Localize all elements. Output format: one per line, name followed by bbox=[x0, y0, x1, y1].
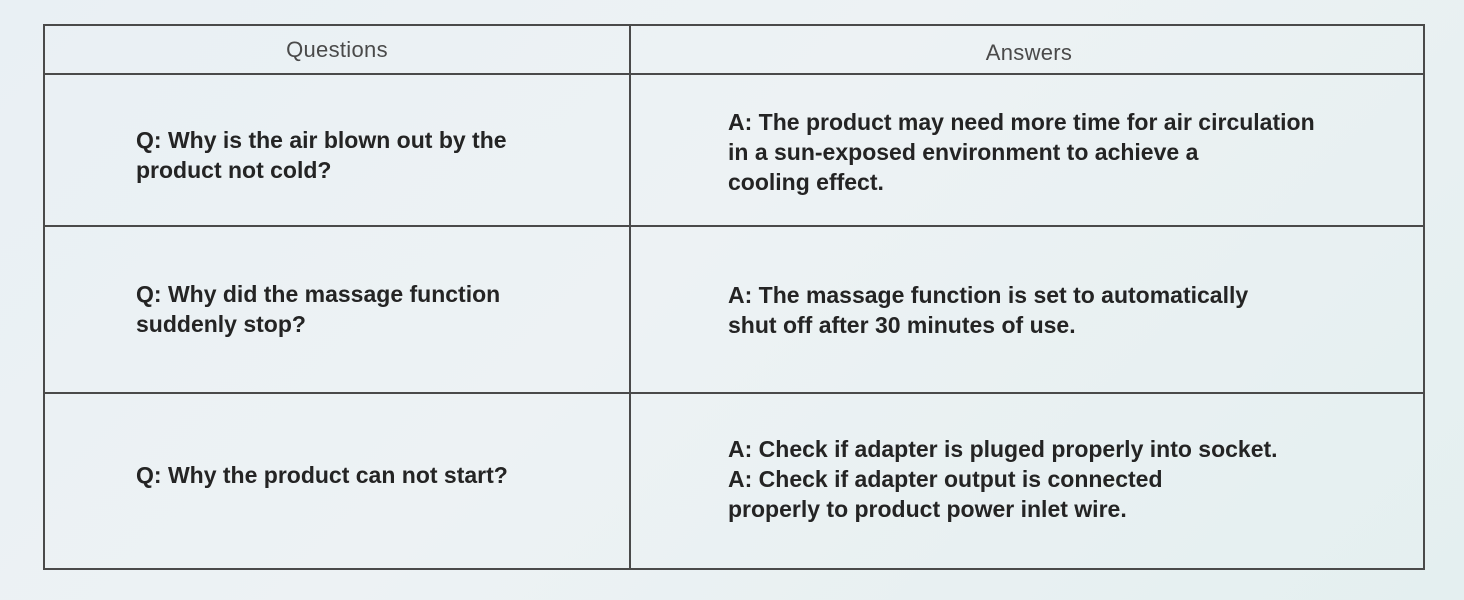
questions-header: Questions bbox=[286, 37, 388, 62]
answer-cell: A: The product may need more time for ai… bbox=[728, 109, 1315, 195]
question-cell: Q: Why the product can not start? bbox=[136, 462, 508, 488]
answers-header: Answers bbox=[985, 40, 1073, 65]
header-divider bbox=[45, 73, 1423, 75]
answer-cell: A: Check if adapter is pluged properly i… bbox=[728, 436, 1278, 522]
row-divider bbox=[45, 225, 1423, 227]
row-divider bbox=[45, 392, 1423, 394]
faq-table: Questions Answers Q: Why is the air blow… bbox=[43, 24, 1425, 570]
column-divider bbox=[629, 26, 631, 568]
question-cell: Q: Why is the air blown out by the produ… bbox=[136, 127, 507, 183]
answer-cell: A: The massage function is set to automa… bbox=[728, 282, 1249, 338]
question-cell: Q: Why did the massage function suddenly… bbox=[136, 281, 501, 337]
